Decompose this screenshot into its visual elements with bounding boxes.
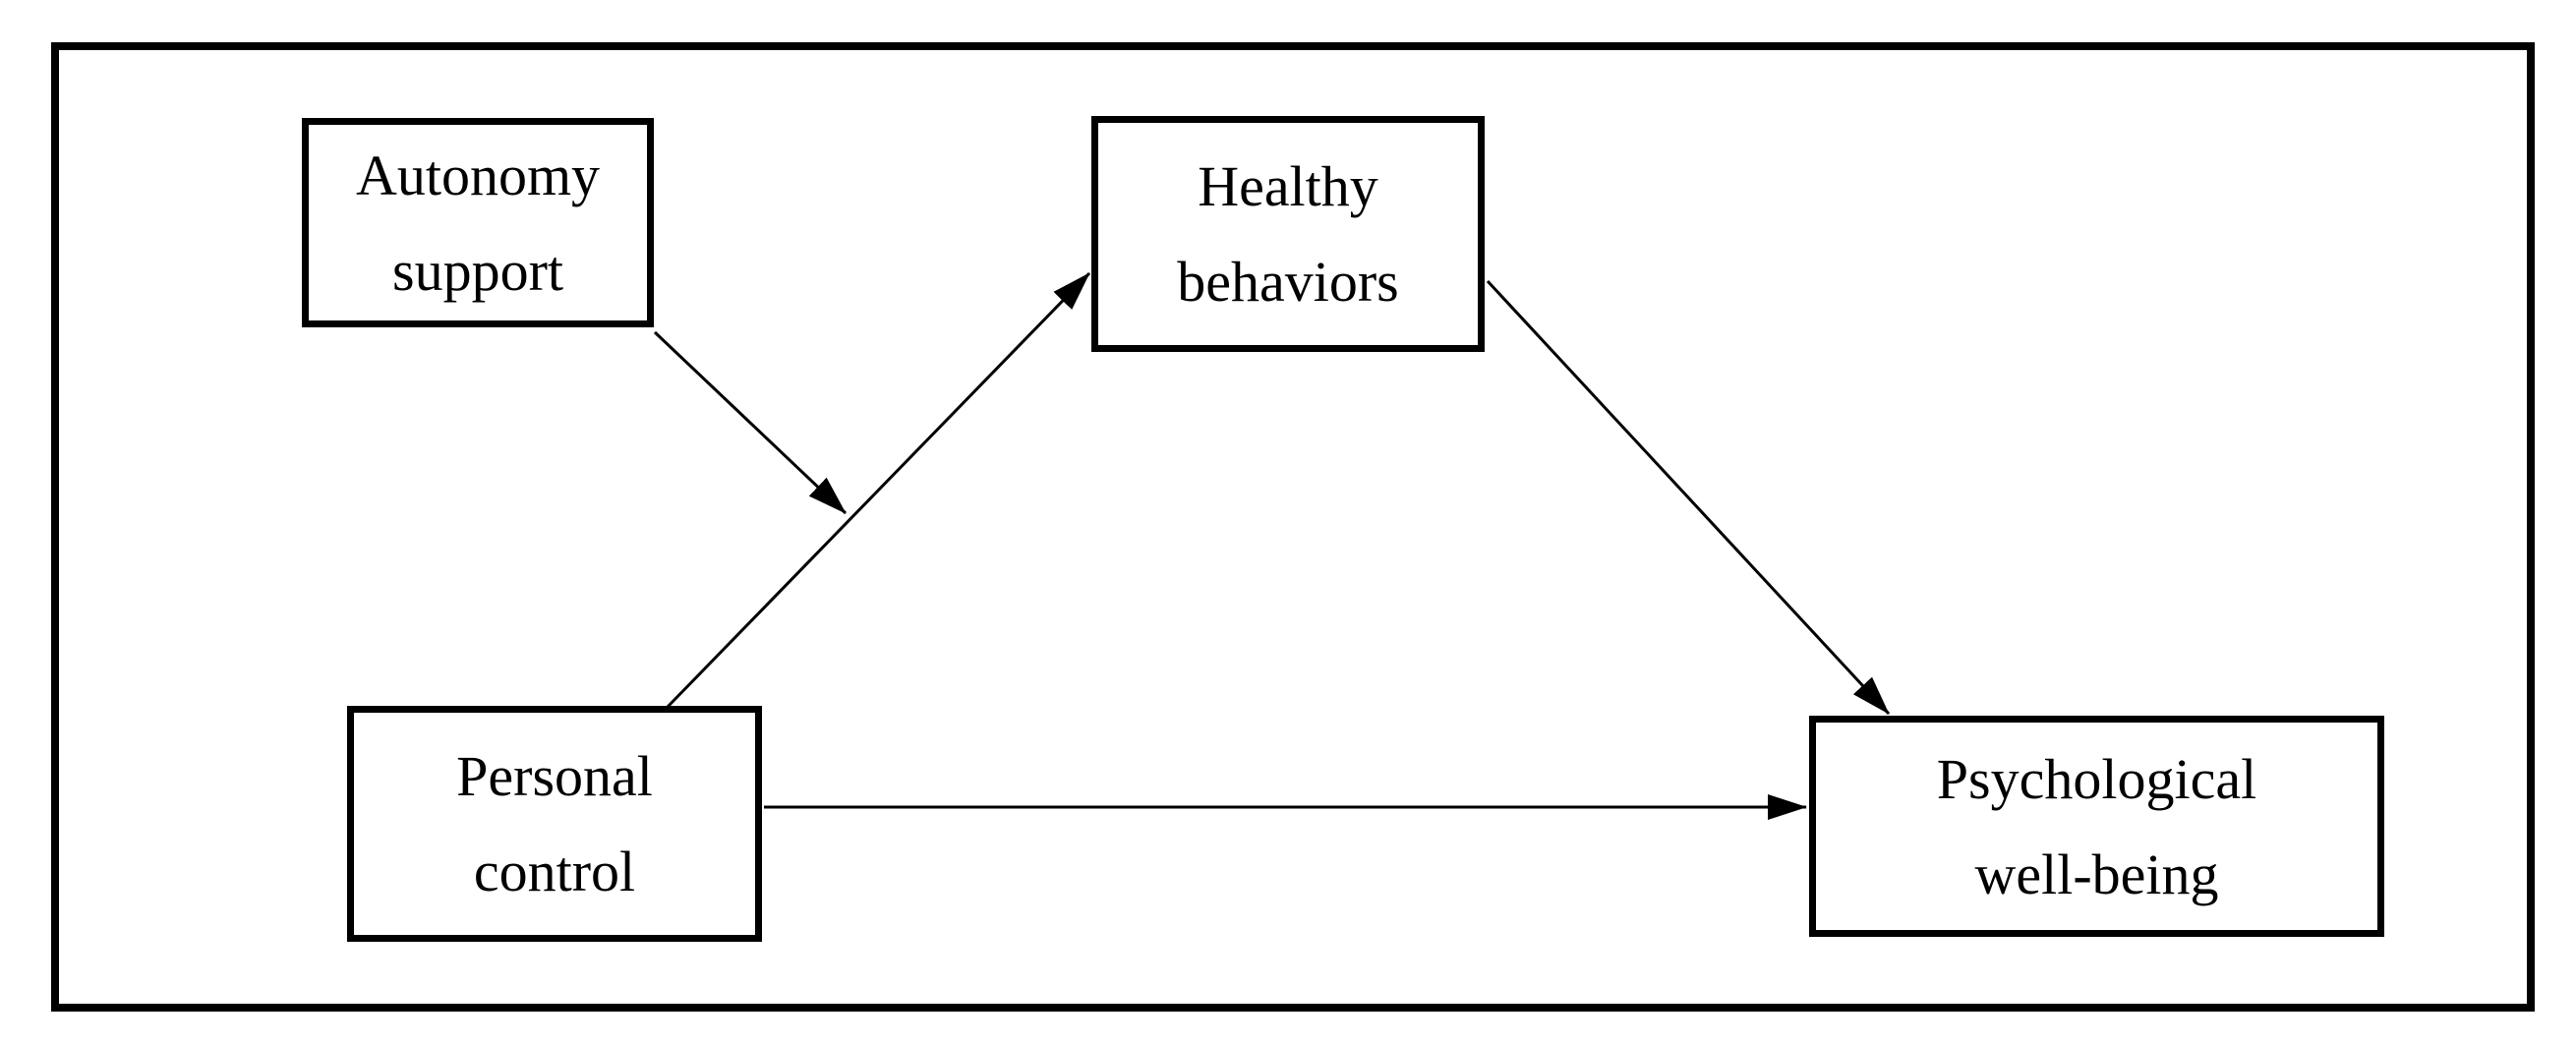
arrow-autonomy-to-mediation-path [653, 330, 848, 515]
arrow-personal-to-healthy [666, 271, 1091, 709]
node-label-line2: well-being [1974, 842, 2219, 906]
node-autonomy-support: Autonomy support [302, 118, 654, 327]
node-label-line1: Psychological [1936, 746, 2257, 811]
node-label-line2: support [392, 238, 563, 303]
node-label-line1: Autonomy [355, 143, 601, 207]
node-label-line2: control [473, 840, 636, 903]
node-healthy-behaviors: Healthy behaviors [1091, 116, 1485, 352]
node-label-line2: behaviors [1177, 250, 1399, 314]
figure-border [51, 42, 2535, 1012]
node-personal-control: Personal control [347, 706, 762, 942]
node-label-line1: Personal [456, 744, 653, 808]
node-label-line1: Healthy [1198, 154, 1378, 218]
node-psychological-well-being: Psychological well-being [1809, 716, 2384, 937]
arrow-healthy-to-psychological [1486, 279, 1891, 716]
